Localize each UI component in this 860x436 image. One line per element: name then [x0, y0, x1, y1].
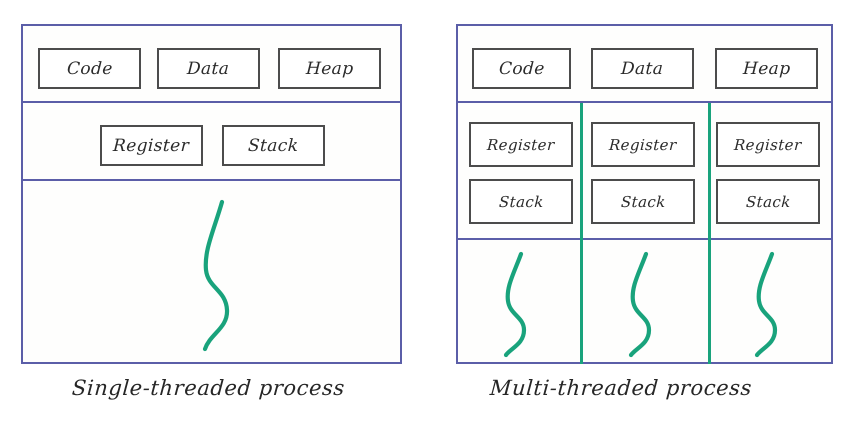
- multi-thread-2-register-label: Register: [608, 135, 678, 154]
- multi-thread-3-stack-label: Stack: [745, 192, 791, 211]
- single-segment-heap[interactable]: Heap: [278, 48, 381, 89]
- single-divider-thread-execution: [21, 179, 402, 181]
- single-thread-stack[interactable]: Stack: [222, 125, 325, 166]
- multi-divider-threads-execution: [456, 238, 833, 240]
- multi-thread-2-stack-label: Stack: [620, 192, 666, 211]
- multi-divider-shared-threads: [456, 101, 833, 103]
- multi-segment-data-label: Data: [620, 58, 665, 79]
- multi-thread-1-stack-label: Stack: [498, 192, 544, 211]
- multi-thread-separator-1: [580, 103, 583, 364]
- multi-thread-3-register[interactable]: Register: [716, 122, 820, 167]
- multi-thread-1-register-label: Register: [486, 135, 556, 154]
- multi-thread-1-register[interactable]: Register: [469, 122, 573, 167]
- single-segment-data-label: Data: [186, 58, 231, 79]
- multi-segment-data[interactable]: Data: [591, 48, 694, 89]
- multi-segment-code[interactable]: Code: [472, 48, 571, 89]
- single-threaded-process-caption: Single-threaded process: [71, 376, 346, 400]
- multi-segment-code-label: Code: [498, 58, 545, 79]
- multi-segment-heap[interactable]: Heap: [715, 48, 818, 89]
- single-divider-shared-thread: [21, 101, 402, 103]
- single-thread-register[interactable]: Register: [100, 125, 203, 166]
- multi-thread-2-stack[interactable]: Stack: [591, 179, 695, 224]
- single-thread-stack-label: Stack: [247, 135, 300, 156]
- multi-thread-2-register[interactable]: Register: [591, 122, 695, 167]
- single-segment-heap-label: Heap: [305, 58, 354, 79]
- multi-thread-3-stack[interactable]: Stack: [716, 179, 820, 224]
- single-segment-data[interactable]: Data: [157, 48, 260, 89]
- multi-segment-heap-label: Heap: [742, 58, 791, 79]
- multi-thread-1-stack[interactable]: Stack: [469, 179, 573, 224]
- single-segment-code-label: Code: [66, 58, 113, 79]
- multi-threaded-process-caption: Multi-threaded process: [489, 376, 753, 400]
- single-segment-code[interactable]: Code: [38, 48, 141, 89]
- single-thread-register-label: Register: [112, 135, 191, 156]
- multi-thread-3-register-label: Register: [733, 135, 803, 154]
- multi-thread-separator-2: [708, 103, 711, 364]
